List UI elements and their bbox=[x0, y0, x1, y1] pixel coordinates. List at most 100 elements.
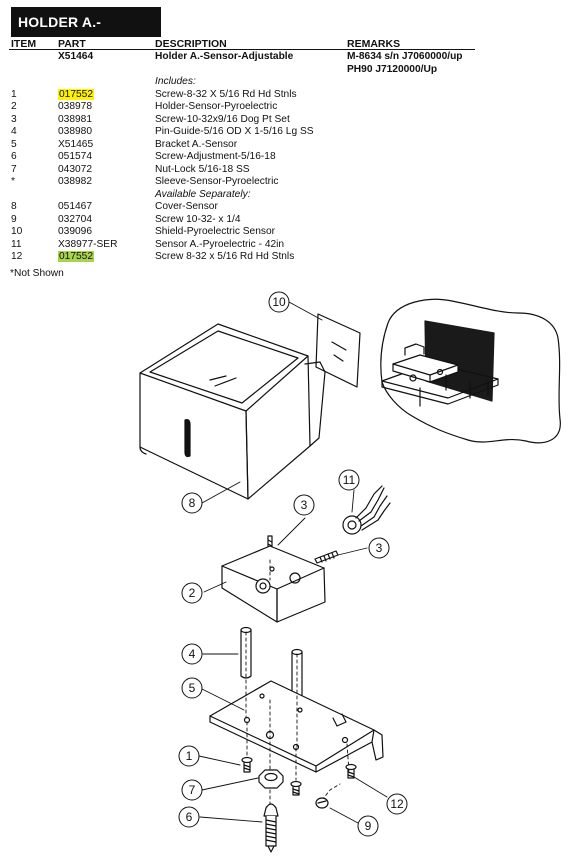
item-number: 2 bbox=[11, 101, 17, 112]
bracket-screw-illustration bbox=[241, 756, 253, 773]
callout-number: 12 bbox=[390, 797, 404, 811]
includes-label: Includes: bbox=[155, 76, 196, 87]
part-description: Screw 8-32 x 5/16 Rd Hd Stnls bbox=[155, 251, 295, 262]
item-number: 12 bbox=[11, 251, 23, 262]
callout-number: 1 bbox=[186, 749, 193, 763]
callout-number: 10 bbox=[272, 295, 286, 309]
assembly-guide-lines bbox=[245, 559, 350, 813]
part-description: Holder-Sensor-Pyroelectric bbox=[155, 101, 278, 112]
item-number: 9 bbox=[11, 213, 17, 225]
table-row: 5 X51465 Bracket A.-Sensor bbox=[0, 139, 580, 152]
table-row: 2 038978 Holder-Sensor-Pyroelectric bbox=[0, 101, 580, 114]
callout-number: 6 bbox=[186, 810, 193, 824]
item-number: 11 bbox=[11, 238, 22, 250]
callout-number: 3 bbox=[301, 498, 308, 512]
part-number: 038981 bbox=[58, 113, 92, 125]
part-number: X51465 bbox=[58, 138, 94, 150]
item-number: 1 bbox=[11, 88, 17, 100]
sensor-cover-illustration bbox=[139, 323, 326, 500]
table-row: Includes: bbox=[0, 76, 580, 89]
table-row: X51464 Holder A.-Sensor-Adjustable M-863… bbox=[0, 51, 580, 64]
col-remarks-header: REMARKS bbox=[347, 38, 401, 50]
parts-table: X51464 Holder A.-Sensor-Adjustable M-863… bbox=[0, 51, 580, 264]
part-description: Shield-Pyroelectric Sensor bbox=[155, 226, 276, 237]
item-number: 8 bbox=[11, 201, 17, 212]
item-number: 7 bbox=[11, 163, 17, 175]
callout-circles bbox=[178, 291, 408, 837]
main-part-number: X51464 bbox=[58, 51, 94, 62]
col-item-header: ITEM bbox=[11, 38, 37, 50]
page-title: HOLDER A.-SENSOR bbox=[11, 7, 161, 60]
item-number: 3 bbox=[11, 113, 17, 125]
part-number: 039096 bbox=[58, 226, 92, 237]
part-description: Sensor A.-Pyroelectric - 42in bbox=[155, 238, 285, 250]
table-row: 4 038980 Pin-Guide-5/16 OD X 1-5/16 Lg S… bbox=[0, 126, 580, 139]
col-description-header: DESCRIPTION bbox=[155, 38, 227, 50]
set-screw-illustration bbox=[314, 550, 339, 564]
callout-numbers: 10 11 8 3 3 2 4 5 1 7 6 9 12 bbox=[186, 295, 404, 833]
item-number: 4 bbox=[11, 126, 17, 137]
table-row: 8 051467 Cover-Sensor bbox=[0, 201, 580, 214]
callout-number: 5 bbox=[189, 681, 196, 695]
item-number: 6 bbox=[11, 151, 17, 162]
table-row: 12 017552 Screw 8-32 x 5/16 Rd Hd Stnls bbox=[0, 251, 580, 264]
part-description: Screw-Adjustment-5/16-18 bbox=[155, 151, 276, 162]
part-number: 017552 bbox=[58, 88, 94, 100]
part-description: Sleeve-Sensor-Pyroelectric bbox=[155, 176, 279, 187]
sensor-bracket-illustration bbox=[209, 680, 384, 773]
header-divider bbox=[9, 49, 475, 51]
table-header: ITEM PART DESCRIPTION REMARKS bbox=[0, 38, 580, 50]
part-number: 051574 bbox=[58, 151, 92, 162]
table-row: 10 039096 Shield-Pyroelectric Sensor bbox=[0, 226, 580, 239]
part-description: Screw 10-32- x 1/4 bbox=[155, 213, 241, 225]
item-number: * bbox=[11, 176, 15, 187]
callout-number: 3 bbox=[376, 541, 383, 555]
main-part-remarks: PH90 J7120000/Up bbox=[347, 63, 438, 75]
main-part-remarks: M-8634 s/n J7060000/up bbox=[347, 51, 463, 62]
item-number: 10 bbox=[11, 226, 23, 237]
part-number: 038980 bbox=[58, 126, 92, 137]
callout-number: 4 bbox=[189, 647, 196, 661]
callout-number: 8 bbox=[189, 496, 196, 510]
item-number: 5 bbox=[11, 138, 17, 150]
table-row: PH90 J7120000/Up bbox=[0, 64, 580, 77]
callout-number: 7 bbox=[189, 783, 196, 797]
callout-number: 2 bbox=[189, 586, 196, 600]
part-number: 032704 bbox=[58, 213, 92, 225]
callout-number: 9 bbox=[365, 819, 372, 833]
col-part-header: PART bbox=[58, 38, 86, 50]
table-row: * 038982 Sleeve-Sensor-Pyroelectric bbox=[0, 176, 580, 189]
bracket-screw-illustration bbox=[290, 780, 302, 796]
adjustment-screw-illustration bbox=[263, 803, 279, 853]
part-description: Nut-Lock 5/16-18 SS bbox=[155, 163, 250, 175]
part-number: 051467 bbox=[58, 201, 92, 212]
part-description: Cover-Sensor bbox=[155, 201, 218, 212]
part-description: Pin-Guide-5/16 OD X 1-5/16 Lg SS bbox=[155, 126, 314, 137]
part-number: 038978 bbox=[58, 101, 92, 112]
callout-number: 11 bbox=[343, 473, 356, 487]
part-description: Bracket A.-Sensor bbox=[155, 138, 238, 150]
pyroelectric-sensor-illustration bbox=[342, 485, 391, 535]
table-row: 11 X38977-SER Sensor A.-Pyroelectric - 4… bbox=[0, 239, 580, 252]
installed-view-illustration bbox=[380, 298, 561, 444]
bracket-screw-illustration bbox=[345, 763, 357, 779]
available-separately-label: Available Separately: bbox=[155, 188, 251, 200]
part-number: 017552 bbox=[58, 251, 94, 262]
part-number: 038982 bbox=[58, 176, 92, 187]
sensor-holder-block-illustration bbox=[221, 545, 326, 623]
table-row: 3 038981 Screw-10-32x9/16 Dog Pt Set bbox=[0, 114, 580, 127]
callout-leader-lines bbox=[198, 301, 388, 824]
lock-nut-illustration bbox=[258, 769, 284, 789]
part-description: Screw-10-32x9/16 Dog Pt Set bbox=[155, 113, 290, 125]
shield-pyroelectric-illustration bbox=[315, 313, 361, 388]
main-part-description: Holder A.-Sensor-Adjustable bbox=[155, 51, 294, 62]
table-row: 9 032704 Screw 10-32- x 1/4 bbox=[0, 214, 580, 227]
cover-screw-illustration bbox=[315, 797, 329, 809]
table-row: 1 017552 Screw-8-32 X 5/16 Rd Hd Stnls bbox=[0, 88, 580, 102]
part-description: Screw-8-32 X 5/16 Rd Hd Stnls bbox=[155, 88, 297, 100]
table-row: 6 051574 Screw-Adjustment-5/16-18 bbox=[0, 151, 580, 164]
table-row: 7 043072 Nut-Lock 5/16-18 SS bbox=[0, 164, 580, 177]
table-row: Available Separately: bbox=[0, 189, 580, 202]
part-number: X38977-SER bbox=[58, 238, 118, 250]
